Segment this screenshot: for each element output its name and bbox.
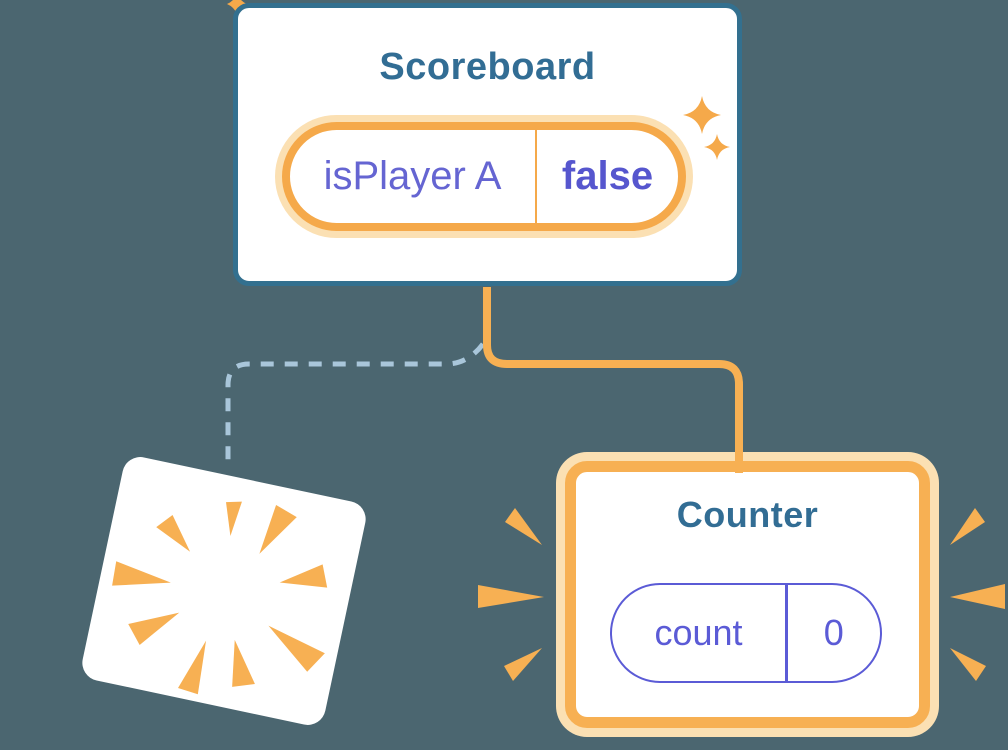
pill-divider [785,585,788,681]
pill-divider [535,130,537,223]
state-name: isPlayer A [323,154,502,198]
dashed-connector-line [225,342,485,462]
state-pill: count 0 [610,583,882,683]
emphasis-burst-right-icon [950,508,1005,681]
state-value: false [561,154,654,198]
state-value: 0 [823,612,844,653]
counter-component-card: Counter count 0 [565,461,930,728]
state-name: count [654,612,743,653]
scoreboard-component-card: Scoreboard isPlayer A false [233,3,742,286]
state-pill: isPlayer A false [282,122,686,231]
component-title: Scoreboard [379,46,596,88]
solid-connector-line [483,287,743,473]
destroyed-component-card [79,453,369,729]
component-title: Counter [676,494,819,535]
emphasis-burst-left-icon [478,508,544,681]
poof-burst-icon [112,501,328,695]
